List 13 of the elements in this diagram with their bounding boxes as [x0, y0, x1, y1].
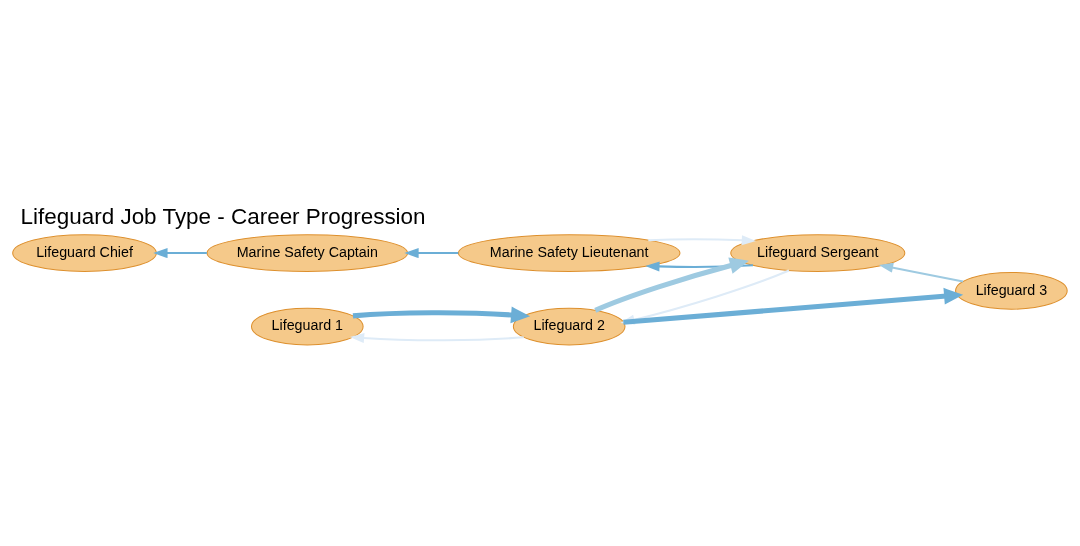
- arrow: [404, 247, 459, 258]
- arrow: [594, 257, 749, 313]
- node-ellipse: Lifeguard Chief: [12, 233, 157, 272]
- arrow: [352, 306, 531, 323]
- arrow: [878, 262, 964, 282]
- node-ellipse: Marine Safety Captain: [206, 233, 409, 272]
- arrow: [645, 260, 753, 271]
- arrow: [623, 287, 964, 325]
- node-ellipse: Lifeguard 3: [955, 271, 1068, 310]
- arrow: [648, 234, 757, 245]
- diagram-title: Lifeguard Job Type - Career Progression: [20, 203, 426, 229]
- arrow: [153, 247, 207, 258]
- arrow: [349, 332, 524, 343]
